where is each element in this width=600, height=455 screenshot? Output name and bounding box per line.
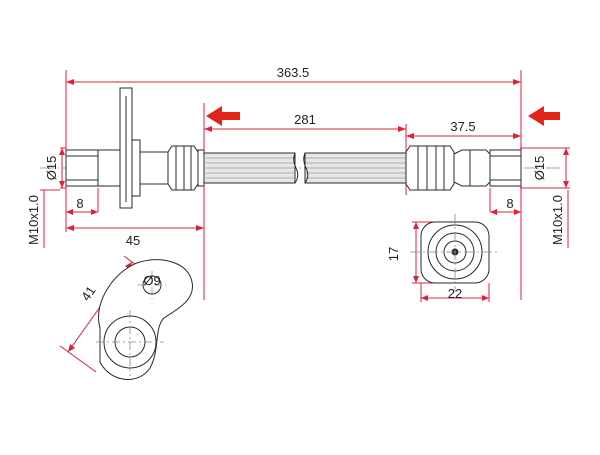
left-diameter-label: Ø15 bbox=[44, 156, 59, 181]
nut-height-label: 17 bbox=[386, 247, 401, 261]
right-diameter-label: Ø15 bbox=[532, 156, 547, 181]
right-thread-length-label: 8 bbox=[506, 196, 513, 211]
left-thread-length-label: 8 bbox=[76, 196, 83, 211]
dimension-lines bbox=[40, 79, 569, 373]
right-thread-label: M10x1.0 bbox=[550, 195, 565, 245]
arrow-left-icon bbox=[528, 106, 560, 126]
left-fitting bbox=[65, 87, 205, 209]
left-thread-label: M10x1.0 bbox=[26, 195, 41, 245]
bracket-hole-label: Ø9 bbox=[143, 273, 160, 288]
right-fitting-length-label: 37.5 bbox=[450, 119, 475, 134]
hose-body bbox=[203, 152, 407, 184]
nut-centerlines bbox=[410, 214, 500, 292]
left-fitting-length-label: 45 bbox=[126, 233, 140, 248]
bracket-length-label: 41 bbox=[78, 283, 99, 303]
bracket-centerlines bbox=[96, 271, 166, 376]
hose-length-label: 281 bbox=[294, 112, 316, 127]
nut-width-label: 22 bbox=[448, 286, 462, 301]
overall-length-label: 363.5 bbox=[277, 65, 310, 80]
right-fitting bbox=[405, 145, 522, 191]
arrow-left-icon bbox=[206, 106, 240, 126]
